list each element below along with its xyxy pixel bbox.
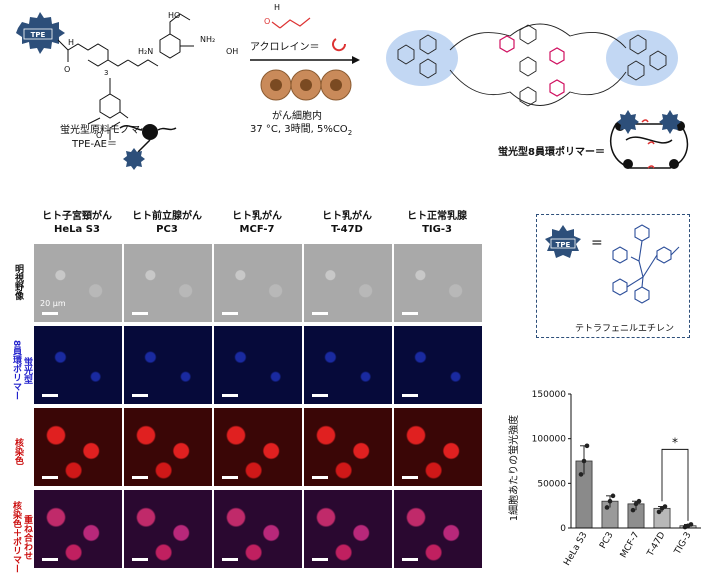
- amine-label-1: H₂N: [138, 47, 153, 56]
- x-tick-label: T-47D: [645, 530, 667, 559]
- data-point: [688, 522, 694, 527]
- image-brightfield-mcf7: [214, 244, 302, 322]
- tpe-legend-equals: =: [591, 235, 603, 251]
- acrolein-svg: H O: [264, 3, 311, 29]
- reaction-conditions: H O アクロレイン＝ がん細胞内 37 °C, 3時間, 5%CO2: [250, 0, 360, 175]
- o-label-2: O: [96, 131, 102, 140]
- polymer-structure: 蛍光型8員環ポリマー＝: [380, 0, 710, 180]
- x-tick-label: MCF-7: [619, 531, 642, 560]
- image-nuclear-pc3: [124, 408, 212, 486]
- acrolein-o-label: O: [264, 17, 270, 26]
- image-merge-mcf7: [214, 490, 302, 568]
- intensity-chart: 1細胞あたりの蛍光強度 0 50000 100000 150000 HeLa S3 PC…: [505, 380, 710, 581]
- row-label-brightfield: 明視野像: [13, 264, 23, 300]
- image-merge-hela: [34, 490, 122, 568]
- o-label-1: O: [64, 65, 70, 74]
- tpe-badge-box: [23, 28, 53, 40]
- monomer-cartoon-ball: [142, 124, 158, 140]
- hydroxy-label-1: HO: [168, 11, 180, 20]
- image-merge-t47d: [304, 490, 392, 568]
- polymer-label: 蛍光型8員環ポリマー＝: [498, 147, 605, 158]
- row-label-polymer: 蛍光型 8員環ポリマー: [11, 339, 32, 401]
- chart-y-label: 1細胞あたりの蛍光強度: [507, 415, 520, 521]
- data-point: [630, 507, 636, 513]
- reagent-label: アクロレイン＝: [250, 42, 320, 53]
- y-tick-label: 100000: [532, 435, 567, 445]
- image-brightfield-t47d: [304, 244, 392, 322]
- tetraphenylethylene-structure: [612, 224, 680, 304]
- y-tick-label: 0: [560, 524, 566, 534]
- data-point: [607, 498, 613, 504]
- image-polymer-tig3: [394, 326, 482, 404]
- tpe-badge-text: TPE: [31, 31, 46, 39]
- data-point: [610, 493, 616, 499]
- monomer-tpe-star-icon: [123, 148, 145, 170]
- data-point: [578, 472, 584, 477]
- bars: [575, 443, 697, 530]
- condition-line1: がん細胞内: [272, 111, 322, 122]
- nh-label: H: [68, 38, 74, 47]
- image-nuclear-tig3: [394, 408, 482, 486]
- scale-label: 20 µm: [40, 299, 66, 308]
- significance-bracket: [661, 448, 689, 521]
- image-polymer-hela: [34, 326, 122, 404]
- image-nuclear-hela: [34, 408, 122, 486]
- svg-text:TPE: TPE: [556, 241, 571, 249]
- data-point: [662, 504, 668, 509]
- significance-star: *: [672, 435, 678, 449]
- image-brightfield-pc3: [124, 244, 212, 322]
- y-tick-label: 50000: [537, 479, 566, 489]
- intensity-chart-svg: 1細胞あたりの蛍光強度 0 50000 100000 150000 HeLa S3 PC…: [507, 390, 701, 568]
- image-polymer-mcf7: [214, 326, 302, 404]
- subscript-3: 3: [104, 69, 108, 77]
- image-polymer-t47d: [304, 326, 392, 404]
- polymer-svg: [386, 23, 689, 169]
- data-point: [581, 458, 587, 464]
- significance-marker: *: [661, 435, 689, 521]
- monomer-label-line1: 蛍光型原料モノマー: [60, 125, 150, 136]
- x-tick-label: HeLa S3: [562, 531, 589, 568]
- x-tick-label: PC3: [598, 531, 615, 551]
- reaction-arrow: [250, 56, 360, 64]
- monomer-structure: TPE H O 3 HO H₂N NH₂ OH O 蛍光型原料モノマー TPE-…: [0, 0, 250, 175]
- image-merge-pc3: [124, 490, 212, 568]
- cancer-cells-icon: [260, 69, 352, 101]
- condition-line2: 37 °C, 3時間, 5%CO2: [250, 124, 353, 137]
- monomer-svg: TPE H O 3 HO H₂N NH₂ OH O: [16, 11, 238, 170]
- image-polymer-pc3: [124, 326, 212, 404]
- image-nuclear-mcf7: [214, 408, 302, 486]
- row-label-nuclear: 核染色: [13, 437, 23, 465]
- image-brightfield-tig3: [394, 244, 482, 322]
- row-label-merge: 重ね合わせ 核染色＋ポリマー: [11, 501, 32, 573]
- data-point: [633, 501, 639, 507]
- acrolein-h-label: H: [274, 3, 280, 12]
- y-axis-ticks: 0 50000 100000 150000: [532, 390, 571, 534]
- data-point: [604, 505, 610, 510]
- x-tick-label: TIG-3: [672, 531, 693, 558]
- data-point: [636, 498, 642, 504]
- monomer-label-line2: TPE-AE＝: [72, 139, 118, 150]
- data-point: [584, 443, 590, 449]
- reagent-crescent-icon: [332, 38, 347, 52]
- tpe-legend-star-icon: TPE: [545, 225, 581, 258]
- data-point: [656, 509, 662, 515]
- tpe-legend-box: TPE = テトラフェニルエチレン: [536, 214, 690, 338]
- tpe-legend-caption: テトラフェニルエチレン: [575, 324, 675, 334]
- image-brightfield-hela: 20 µm: [34, 244, 122, 322]
- oh-label: OH: [226, 47, 238, 56]
- y-tick-label: 150000: [532, 390, 567, 400]
- image-merge-tig3: [394, 490, 482, 568]
- image-nuclear-t47d: [304, 408, 392, 486]
- nh2-label: NH₂: [200, 35, 215, 44]
